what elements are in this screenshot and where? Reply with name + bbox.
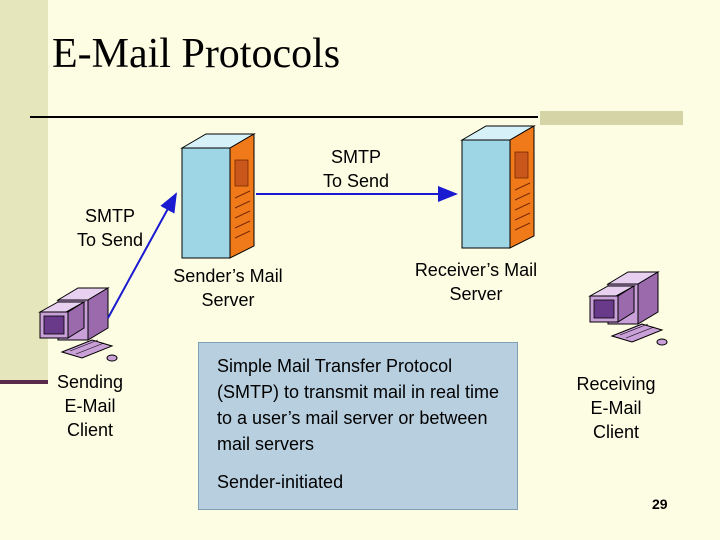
slide-title: E-Mail Protocols — [52, 31, 341, 77]
sending-client-label: Sending E-Mail Client — [56, 372, 124, 440]
client-to-server-arrow — [107, 192, 177, 319]
smtp-left-label: SMTP To Send — [76, 206, 144, 250]
title-divider — [30, 116, 538, 118]
title-divider-accent — [540, 111, 683, 125]
page-number: 29 — [652, 496, 668, 512]
description-text: Simple Mail Transfer Protocol (SMTP) to … — [217, 356, 500, 454]
left-accent-tick — [0, 380, 48, 384]
receiver-server-icon — [460, 125, 536, 249]
description-note: Sender-initiated — [217, 472, 344, 492]
sender-server-label: Sender’s Mail Server — [173, 266, 283, 310]
sender-server-icon — [180, 133, 256, 259]
receiver-server-label: Receiver’s Mail Server — [414, 260, 538, 304]
sending-computer-icon — [38, 287, 118, 362]
receiving-computer-icon — [588, 271, 668, 346]
description-box: Simple Mail Transfer Protocol (SMTP) to … — [198, 342, 518, 510]
receiving-client-label: Receiving E-Mail Client — [576, 374, 656, 442]
smtp-top-label: SMTP To Send — [322, 147, 390, 191]
